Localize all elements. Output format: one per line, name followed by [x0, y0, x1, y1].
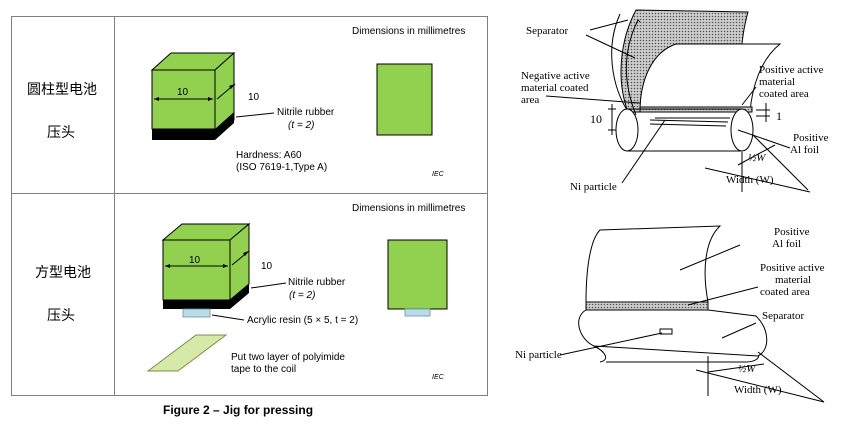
rb-positive-label-line3: coated area	[760, 286, 810, 298]
rt-ni-particle: Ni particle	[570, 181, 617, 193]
rt-positive-label-line2: material	[759, 76, 796, 88]
rt-negative-label-line2: material coated	[521, 82, 589, 94]
cylindrical-press-head-front-view	[376, 63, 433, 136]
row1-label-line2: 压头	[47, 125, 75, 141]
row2-thickness: (t = 2)	[289, 290, 316, 301]
rb-ni-particle: Ni particle	[515, 349, 562, 361]
row2-label-line1: 方型电池	[35, 265, 91, 281]
rb-separator-label: Separator	[762, 310, 805, 322]
row2-material: Nitrile rubber	[288, 277, 346, 288]
rt-half-width: ½W	[748, 152, 766, 164]
rt-al-label-line2: Al foil	[790, 144, 820, 156]
row1-thickness: (t = 2)	[288, 120, 315, 131]
row2-label-line2: 压头	[47, 308, 75, 324]
row2-tape-line1: Put two layer of polyimide	[231, 352, 345, 363]
rb-positive-label-line1: Positive active	[760, 262, 825, 274]
prismatic-press-head	[161, 222, 287, 321]
rt-dim-10: 10	[590, 112, 602, 126]
flat-cell-diagram	[559, 225, 825, 403]
polyimide-tape	[146, 334, 228, 372]
jig-table	[11, 16, 488, 396]
row1-hardness-line2: (ISO 7619-1,Type A)	[236, 162, 328, 173]
rb-al-label-line2: Al foil	[772, 238, 802, 250]
row1-iec-mark: IEC	[432, 171, 444, 178]
rt-negative-label-line1: Negative active	[521, 70, 590, 82]
row2-resin: Acrylic resin (5 × 5, t = 2)	[247, 315, 359, 326]
rt-positive-label-line3: coated area	[759, 88, 809, 100]
row2-tape-line2: tape to the coil	[231, 364, 297, 375]
row2-iec-mark: IEC	[432, 374, 444, 381]
rt-dim-1: 1	[776, 109, 782, 123]
cylindrical-press-head	[150, 51, 275, 140]
row2-dim-width: 10	[189, 255, 201, 266]
row1-material: Nitrile rubber	[277, 107, 335, 118]
rt-positive-label-line1: Positive active	[759, 64, 824, 76]
row1-dim-width: 10	[177, 87, 189, 98]
rb-width: Width (W)	[734, 384, 782, 396]
table-column-divider	[114, 16, 115, 396]
row1-label-line1: 圆柱型电池	[27, 82, 97, 98]
rt-al-label-line1: Positive	[793, 132, 829, 144]
wound-cell-diagram	[545, 9, 811, 193]
figure-caption: Figure 2 – Jig for pressing	[163, 403, 314, 417]
row2-dims-note: Dimensions in millimetres	[352, 203, 466, 214]
prismatic-press-head-front-view	[387, 239, 448, 317]
row1-hardness-line1: Hardness: A60	[236, 150, 302, 161]
row1-dims-note: Dimensions in millimetres	[352, 26, 466, 37]
rb-half-width: ½W	[738, 363, 756, 375]
rb-al-label-line1: Positive	[774, 226, 810, 238]
row1-dim-depth: 10	[248, 92, 260, 103]
rt-width: Width (W)	[726, 174, 774, 186]
row2-dim-depth: 10	[261, 261, 273, 272]
table-row-divider	[11, 193, 488, 194]
rt-separator-label: Separator	[526, 25, 569, 37]
rt-negative-label-line3: area	[521, 94, 540, 106]
rb-positive-label-line2: material	[775, 274, 812, 286]
